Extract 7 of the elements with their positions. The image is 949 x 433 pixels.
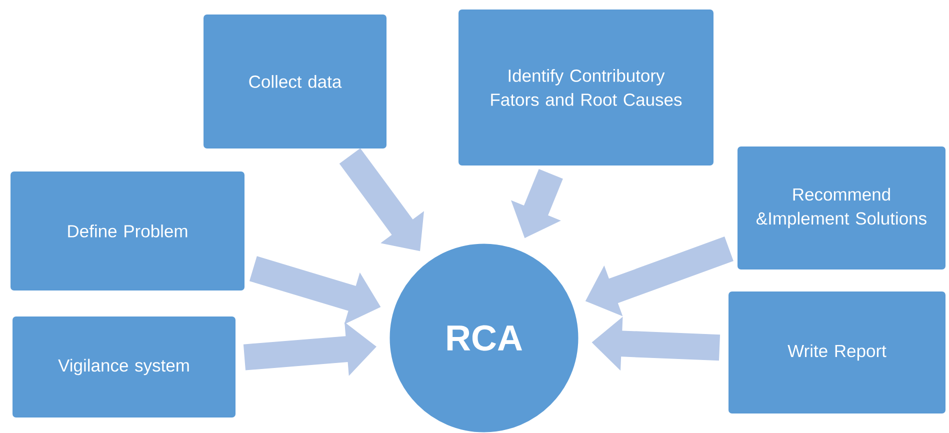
process-box: Write Report (728, 290, 946, 414)
process-box: Define Problem (10, 170, 246, 292)
process-box: Vigilance system (12, 315, 236, 418)
circle-node: RCA (388, 242, 580, 433)
process-box: Recommend &Implement Solutions (736, 146, 946, 270)
process-box: Collect data (202, 14, 388, 150)
process-box: Identify Contributory Fators and Root Causes (458, 8, 714, 166)
